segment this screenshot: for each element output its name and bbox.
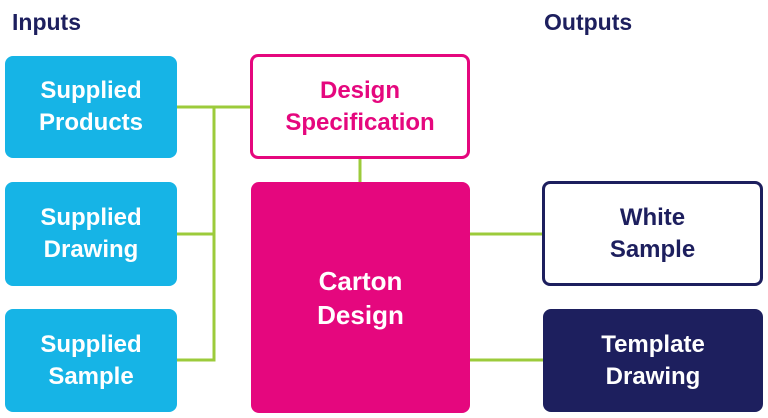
supplied-sample-box: Supplied Sample <box>5 309 177 412</box>
design-specification-box: Design Specification <box>250 54 470 159</box>
carton-design-label-line2: Design <box>317 299 404 330</box>
design-specification-label-line1: Design <box>319 76 400 104</box>
supplied-drawing-label-line1: Supplied <box>40 204 142 231</box>
white-sample-label-line2: Sample <box>609 235 696 263</box>
carton-design-label-line1: Carton <box>318 265 403 296</box>
template-drawing-box: Template Drawing <box>543 309 763 412</box>
template-drawing-label-line2: Drawing <box>605 362 701 390</box>
white-sample-label-line1: White <box>619 203 686 231</box>
supplied-drawing-label-line2: Drawing <box>43 236 139 263</box>
design-specification-label-line2: Specification <box>285 108 435 136</box>
supplied-products-label-line2: Products <box>38 109 143 136</box>
template-drawing-label-line1: Template <box>601 330 705 358</box>
outputs-heading: Outputs <box>544 9 633 35</box>
carton-design-box: Carton Design <box>251 182 470 413</box>
supplied-drawing-box: Supplied Drawing <box>5 182 177 286</box>
inputs-heading: Inputs <box>12 9 81 35</box>
supplied-products-box: Supplied Products <box>5 56 177 158</box>
supplied-sample-label-line1: Supplied <box>40 330 142 358</box>
supplied-sample-label-line2: Sample <box>48 362 134 390</box>
white-sample-box: White Sample <box>542 181 763 286</box>
supplied-products-label-line1: Supplied <box>40 77 142 104</box>
